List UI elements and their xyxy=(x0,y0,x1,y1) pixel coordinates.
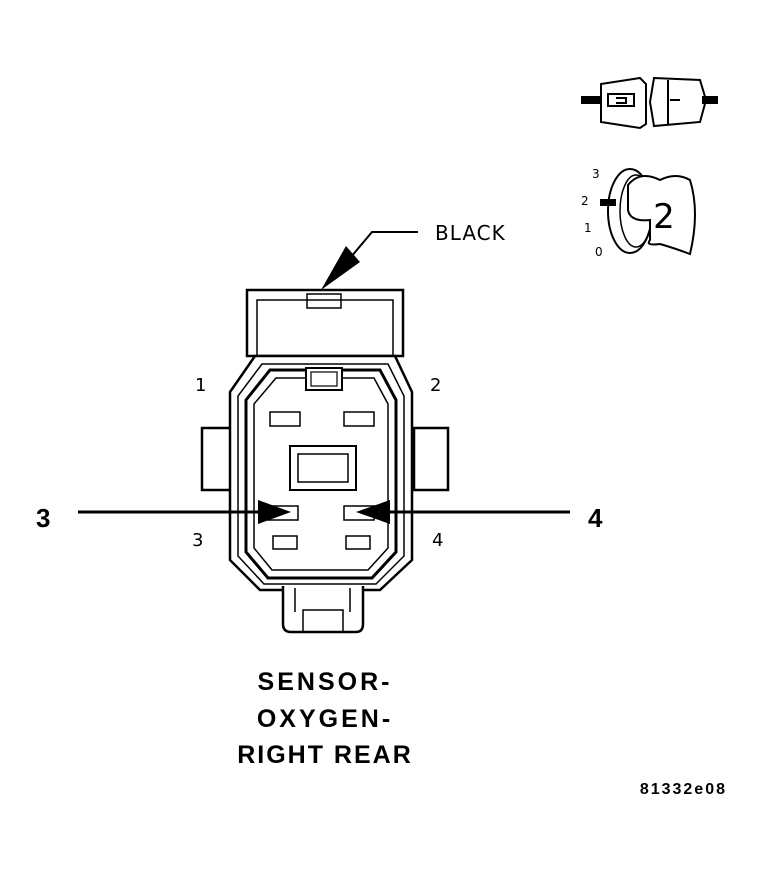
title-line-3: RIGHT REAR xyxy=(237,741,413,769)
pin-label-4: 4 xyxy=(432,530,443,551)
view-scale-0: 0 xyxy=(595,245,603,259)
figure-id: 81332e08 xyxy=(640,781,727,798)
black-leader-arrow: BLACK xyxy=(321,221,506,290)
callout-label-right: 4 xyxy=(588,503,603,533)
view-indicator: 3 2 1 0 2 xyxy=(581,167,696,259)
callout-arrow-right: 4 xyxy=(356,500,603,533)
view-scale-2: 2 xyxy=(581,194,589,208)
callout-label-left: 3 xyxy=(36,503,50,533)
view-scale-3: 3 xyxy=(592,167,600,181)
pin-label-1: 1 xyxy=(195,375,206,396)
callout-arrow-left: 3 xyxy=(36,500,291,533)
connector-mating-icon xyxy=(581,76,718,130)
pin-labels: 1 2 3 4 xyxy=(192,375,443,551)
view-scale-1: 1 xyxy=(584,221,592,235)
pin-label-2: 2 xyxy=(430,375,441,396)
title-line-1: SENSOR- xyxy=(258,668,393,696)
pin-label-3: 3 xyxy=(192,530,203,551)
view-indicator-value: 2 xyxy=(653,197,675,237)
diagram-title: SENSOR- OXYGEN- RIGHT REAR xyxy=(237,668,413,769)
title-line-2: OXYGEN- xyxy=(257,705,393,733)
connector-body xyxy=(200,288,450,634)
wire-color-label: BLACK xyxy=(435,221,506,245)
